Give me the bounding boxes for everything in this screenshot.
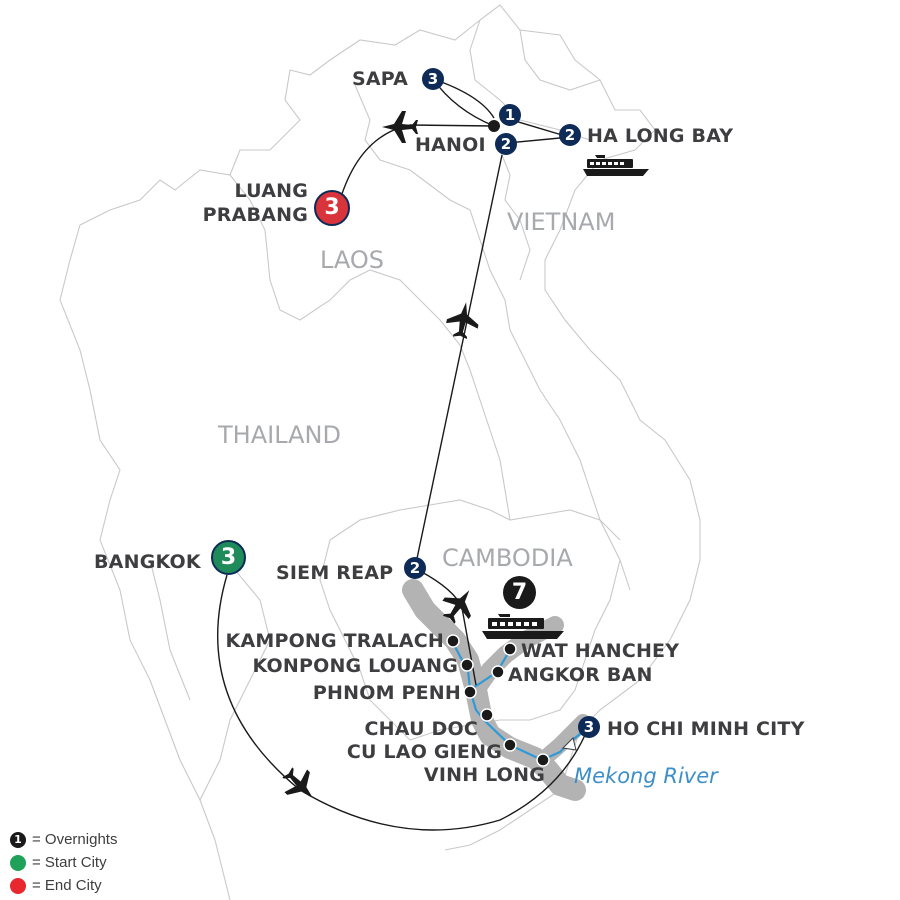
city-label-luang-prabang-line1: LUANG [234,180,308,202]
start-city-legend-icon [10,854,26,871]
overnights-badge-ha-long-bay: 2 [559,124,581,146]
cruise-overnights-badge: 7 [503,576,536,609]
stop-label-konpong-louang: KONPONG LOUANG [252,655,458,677]
stop-label-chau-doc: CHAU DOC [364,718,478,740]
legend-item-start-city: = Start City [10,851,117,874]
hanoi-hub-dot [488,120,500,132]
legend-item-end-city: = End City [10,874,117,897]
city-label-siem-reap: SIEM REAP [276,562,394,584]
stop-label-angkor-ban: ANGKOR BAN [508,664,653,686]
city-label-bangkok: BANGKOK [94,551,201,573]
start-city-badge-bangkok: 3 [211,540,246,575]
country-label-thailand: THAILAND [218,421,341,449]
stop-label-phnom-penh: PHNOM PENH [312,682,461,704]
overnights-badge-sapa: 3 [422,68,444,90]
stop-label-kampong-tralach: KAMPONG TRALACH [225,630,444,652]
country-label-vietnam: VIETNAM [507,208,616,236]
cruise-ship-icon [482,614,564,639]
river-direction-arrow-icon [561,737,577,751]
city-label-ha-long-bay: HA LONG BAY [587,125,734,147]
legend-item-overnights: 1 = Overnights [10,828,117,851]
city-label-sapa: SAPA [352,68,409,90]
overnights-legend-icon: 1 [10,831,26,848]
river-label-mekong: Mekong River [574,764,718,788]
end-city-legend-icon [10,877,26,894]
airplane-icon [282,767,313,798]
airplane-icon [382,111,418,143]
airplane-icon [446,302,479,339]
overnights-badge-hanoi-first: 1 [499,104,521,126]
overnights-badge-siem-reap: 2 [404,557,426,579]
country-label-laos: LAOS [320,246,385,274]
city-label-hanoi: HANOI [415,134,486,156]
ship-icon [583,155,649,176]
airplane-icon [442,590,471,624]
city-label-ho-chi-minh-city: HO CHI MINH CITY [607,718,805,740]
overnights-badge-hanoi-second: 2 [495,133,517,155]
stop-label-wat-hanchey: WAT HANCHEY [521,640,680,662]
city-label-luang-prabang-line2: PRABANG [202,204,308,226]
legend-label: = End City [32,877,102,894]
end-city-badge-luang-prabang: 3 [314,190,350,226]
map-legend: 1 = Overnights = Start City = End City [10,828,117,897]
country-label-cambodia: CAMBODIA [442,544,573,572]
overnights-badge-ho-chi-minh-city: 3 [578,716,600,738]
river-stop-dots [446,634,550,767]
legend-label: = Start City [32,854,107,871]
stop-label-cu-lao-gieng: CU LAO GIENG [346,741,502,763]
stop-label-vinh-long: VINH LONG [423,764,545,786]
legend-label: = Overnights [32,831,118,848]
